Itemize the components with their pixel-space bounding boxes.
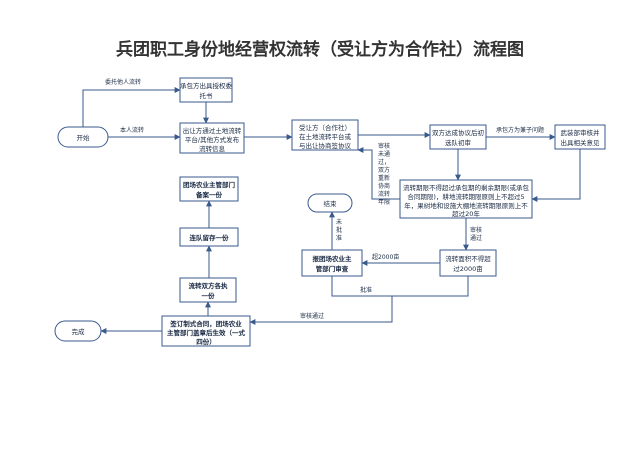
area-line-2: 过2000亩 xyxy=(453,264,483,273)
label-self-transfer: 本人流转 xyxy=(120,126,144,134)
disagree-2: 未通 xyxy=(378,150,390,158)
armed-dept-box: 武装部审核并 出具相关意见 xyxy=(554,124,606,150)
edge-start-entrust xyxy=(82,87,181,127)
release-line-2: 平台/其他方式发布 xyxy=(185,135,240,144)
report-review-box: 报团场农业主 管部门审查 xyxy=(301,249,363,277)
filing-line-1: 团场农业主管部门 xyxy=(183,180,236,189)
start-label: 开始 xyxy=(77,133,91,142)
term-line-2: 合同期限)，耕地流转期限原则上不超过5 xyxy=(407,192,524,201)
review-line-2: 选队初审 xyxy=(445,138,471,147)
team-keep-box: 连队留存一份 xyxy=(179,227,239,247)
term-check-box: 流转期限不得超过承包期的剩余期限(或承包 合同期限)，耕地流转期限原则上不超过5… xyxy=(399,179,533,219)
edge-report-approved xyxy=(331,276,392,297)
sign-intent-box: 受让方（合作社） 在土地流转平台或 与出让协商签协议 xyxy=(291,119,359,151)
page-title: 兵团职工身份地经营权流转（受让方为合作社）流程图 xyxy=(116,39,524,60)
both-hold-line-2: 一份 xyxy=(202,291,216,300)
filing-line-2: 备案一份 xyxy=(195,190,223,199)
contract-line-1: 签订制式合同，团场农业 xyxy=(169,319,242,328)
sign-line-2: 在土地流转平台或 xyxy=(299,132,352,141)
term-line-3: 年，果树地和设施大棚地流转期限原则上不 xyxy=(404,201,528,210)
disagree-1: 审核 xyxy=(378,142,390,150)
review-line-1: 双方达成协议后初 xyxy=(432,128,484,137)
armed-line-2: 出具相关意见 xyxy=(561,138,601,147)
both-hold-line-1: 流转双方各执 xyxy=(189,281,229,290)
entrust-line-2: 托书 xyxy=(200,91,214,100)
label-owner-ok: 承包方为兼子问题 xyxy=(496,126,544,134)
end-terminal: 结束 xyxy=(307,193,353,213)
sign-line-1: 受让方（合作社） xyxy=(299,123,351,132)
area-line-1: 流转面积不得超 xyxy=(445,254,491,263)
release-line-3: 流转信息 xyxy=(199,144,226,153)
disagree-4: 双方 xyxy=(378,166,390,174)
label-approved: 批准 xyxy=(360,286,372,294)
entrust-line-1: 承包方出具授权委 xyxy=(180,81,233,90)
edge-term-sign xyxy=(357,147,400,200)
label-review-pass-1: 审核 xyxy=(470,226,482,234)
area-check-box: 流转面积不得超 过2000亩 xyxy=(439,249,497,277)
start-terminal: 开始 xyxy=(57,126,109,148)
label-not-approved-2: 批 xyxy=(336,226,342,234)
label-audit-pass: 审核通过 xyxy=(300,312,324,320)
disagree-5: 重新 xyxy=(378,174,390,182)
initial-review-box: 双方达成协议后初 选队初审 xyxy=(429,124,487,150)
edge-area-contract xyxy=(249,276,469,325)
label-not-approved-3: 准 xyxy=(336,234,342,242)
disagree-7: 流转 xyxy=(378,190,390,198)
label-not-approved-1: 未 xyxy=(336,218,342,226)
label-over-2000: 超2000亩 xyxy=(372,253,399,261)
finish-terminal: 完成 xyxy=(54,320,102,342)
disagree-3: 过， xyxy=(378,158,390,166)
finish-label: 完成 xyxy=(72,327,86,336)
term-line-4: 超过20年 xyxy=(452,209,480,218)
term-line-1: 流转期限不得超过承包期的剩余期限(或承包 xyxy=(403,183,530,192)
contract-box: 签订制式合同，团场农业 主管部门盖章后生效（一式 四份） xyxy=(161,315,251,347)
entrust-box: 承包方出具授权委 托书 xyxy=(179,77,233,103)
edge-armed-term xyxy=(531,149,581,202)
team-keep-line-1: 连队留存一份 xyxy=(190,233,230,242)
report-line-2: 管部门审查 xyxy=(316,264,349,273)
contract-line-2: 主管部门盖章后生效（一式 xyxy=(167,328,246,337)
label-disagree: 审核 未通 过， 双方 重新 协商 流转 年限 xyxy=(378,142,390,206)
armed-line-1: 武装部审核并 xyxy=(561,128,601,137)
filing-box: 团场农业主管部门 备案一份 xyxy=(179,176,239,202)
contract-line-3: 四份） xyxy=(196,337,216,346)
disagree-6: 协商 xyxy=(378,182,390,190)
end-label: 结束 xyxy=(324,199,338,208)
release-line-1: 出让方通过土地流转 xyxy=(183,126,242,135)
both-hold-box: 流转双方各执 一份 xyxy=(179,277,237,303)
sign-line-3: 与出让协商签协议 xyxy=(299,141,352,150)
release-info-box: 出让方通过土地流转 平台/其他方式发布 流转信息 xyxy=(179,122,245,154)
disagree-8: 年限 xyxy=(378,198,390,206)
report-line-1: 报团场农业主 xyxy=(313,254,353,263)
label-entrust-other: 委托他人流转 xyxy=(105,78,141,86)
label-review-pass-2: 通过 xyxy=(470,234,482,242)
